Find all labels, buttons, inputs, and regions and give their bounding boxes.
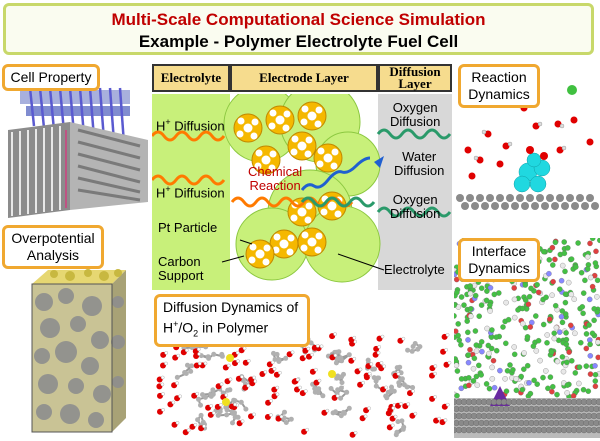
h-diffusion-top-label: H+ Diffusion xyxy=(156,115,225,133)
header-electrolyte: Electrolyte xyxy=(152,64,230,92)
diffusion-dynamics-o-sub: 2 xyxy=(193,328,199,339)
header-diffusion-line2: Layer xyxy=(398,76,432,91)
h-diffusion-bottom-pre: H xyxy=(156,185,166,201)
h-diffusion-bottom-sup: + xyxy=(165,184,171,194)
diffusion-dynamics-o: /O xyxy=(178,319,194,336)
oxygen-diffusion-bottom-line2: Diffusion xyxy=(390,206,441,221)
diffusion-dynamics-polymer: in Polymer xyxy=(198,319,269,336)
reaction-dynamics-label: Reaction Dynamics xyxy=(458,64,540,108)
diffusion-dynamics-label: Diffusion Dynamics of H+/O2 in Polymer xyxy=(154,294,310,348)
h-diffusion-top-post: Diffusion xyxy=(170,118,225,134)
oxygen-diffusion-bottom-line1: Oxygen xyxy=(392,192,438,207)
oxygen-diffusion-top-label: Oxygen Diffusion xyxy=(390,101,440,129)
h-diffusion-bottom-label: H+ Diffusion xyxy=(156,182,225,200)
chemical-reaction-label: Chemical Reaction xyxy=(248,165,302,193)
header-diffusion-layer: Diffusion Layer xyxy=(378,64,452,92)
electrode-diagram xyxy=(152,94,452,290)
water-diffusion-line1: Water xyxy=(402,149,437,164)
title-banner: Multi-Scale Computational Science Simula… xyxy=(3,3,594,55)
cell-property-label: Cell Property xyxy=(2,64,100,91)
carbon-support-line1: Carbon xyxy=(158,254,201,269)
diffusion-dynamics-line2: H+/O2 in Polymer xyxy=(163,316,303,342)
overpotential-label-line1: Overpotential xyxy=(11,230,95,246)
carbon-support-label: Carbon Support xyxy=(158,255,204,283)
diffusion-dynamics-h: H xyxy=(163,319,174,336)
h-diffusion-top-pre: H xyxy=(156,118,166,134)
cell-property-image xyxy=(0,70,150,220)
oxygen-diffusion-top-line1: Oxygen xyxy=(392,100,438,115)
water-diffusion-line2: Diffusion xyxy=(394,163,445,178)
reaction-dynamics-line2: Dynamics xyxy=(468,86,530,102)
h-diffusion-bottom-post: Diffusion xyxy=(170,185,225,201)
chemical-reaction-line2: Reaction xyxy=(249,178,301,193)
interface-dynamics-line1: Interface xyxy=(471,243,527,259)
chemical-reaction-line1: Chemical xyxy=(248,164,303,179)
overpotential-label-line2: Analysis xyxy=(26,247,80,263)
diffusion-dynamics-line1: Diffusion Dynamics of xyxy=(163,299,299,315)
header-diffusion-line1: Diffusion xyxy=(389,64,441,79)
overpotential-analysis-image xyxy=(0,262,150,440)
interface-dynamics-label: Interface Dynamics xyxy=(458,238,540,282)
interface-dynamics-line2: Dynamics xyxy=(468,260,530,276)
diffusion-dynamics-h-sup: + xyxy=(173,319,179,329)
oxygen-diffusion-top-line2: Diffusion xyxy=(390,114,441,129)
header-electrode-layer: Electrode Layer xyxy=(230,64,378,92)
pt-particle-label: Pt Particle xyxy=(158,220,218,235)
water-diffusion-label: Water Diffusion xyxy=(394,150,444,178)
electrolyte-label: Electrolyte xyxy=(384,262,445,277)
h-diffusion-top-sup: + xyxy=(165,117,171,127)
main-title: Multi-Scale Computational Science Simula… xyxy=(111,10,486,29)
reaction-dynamics-line1: Reaction xyxy=(471,69,527,85)
carbon-support-line2: Support xyxy=(158,268,204,283)
subtitle: Example - Polymer Electrolyte Fuel Cell xyxy=(138,32,459,51)
oxygen-diffusion-bottom-label: Oxygen Diffusion xyxy=(390,193,440,221)
overpotential-analysis-label: Overpotential Analysis xyxy=(2,225,104,269)
